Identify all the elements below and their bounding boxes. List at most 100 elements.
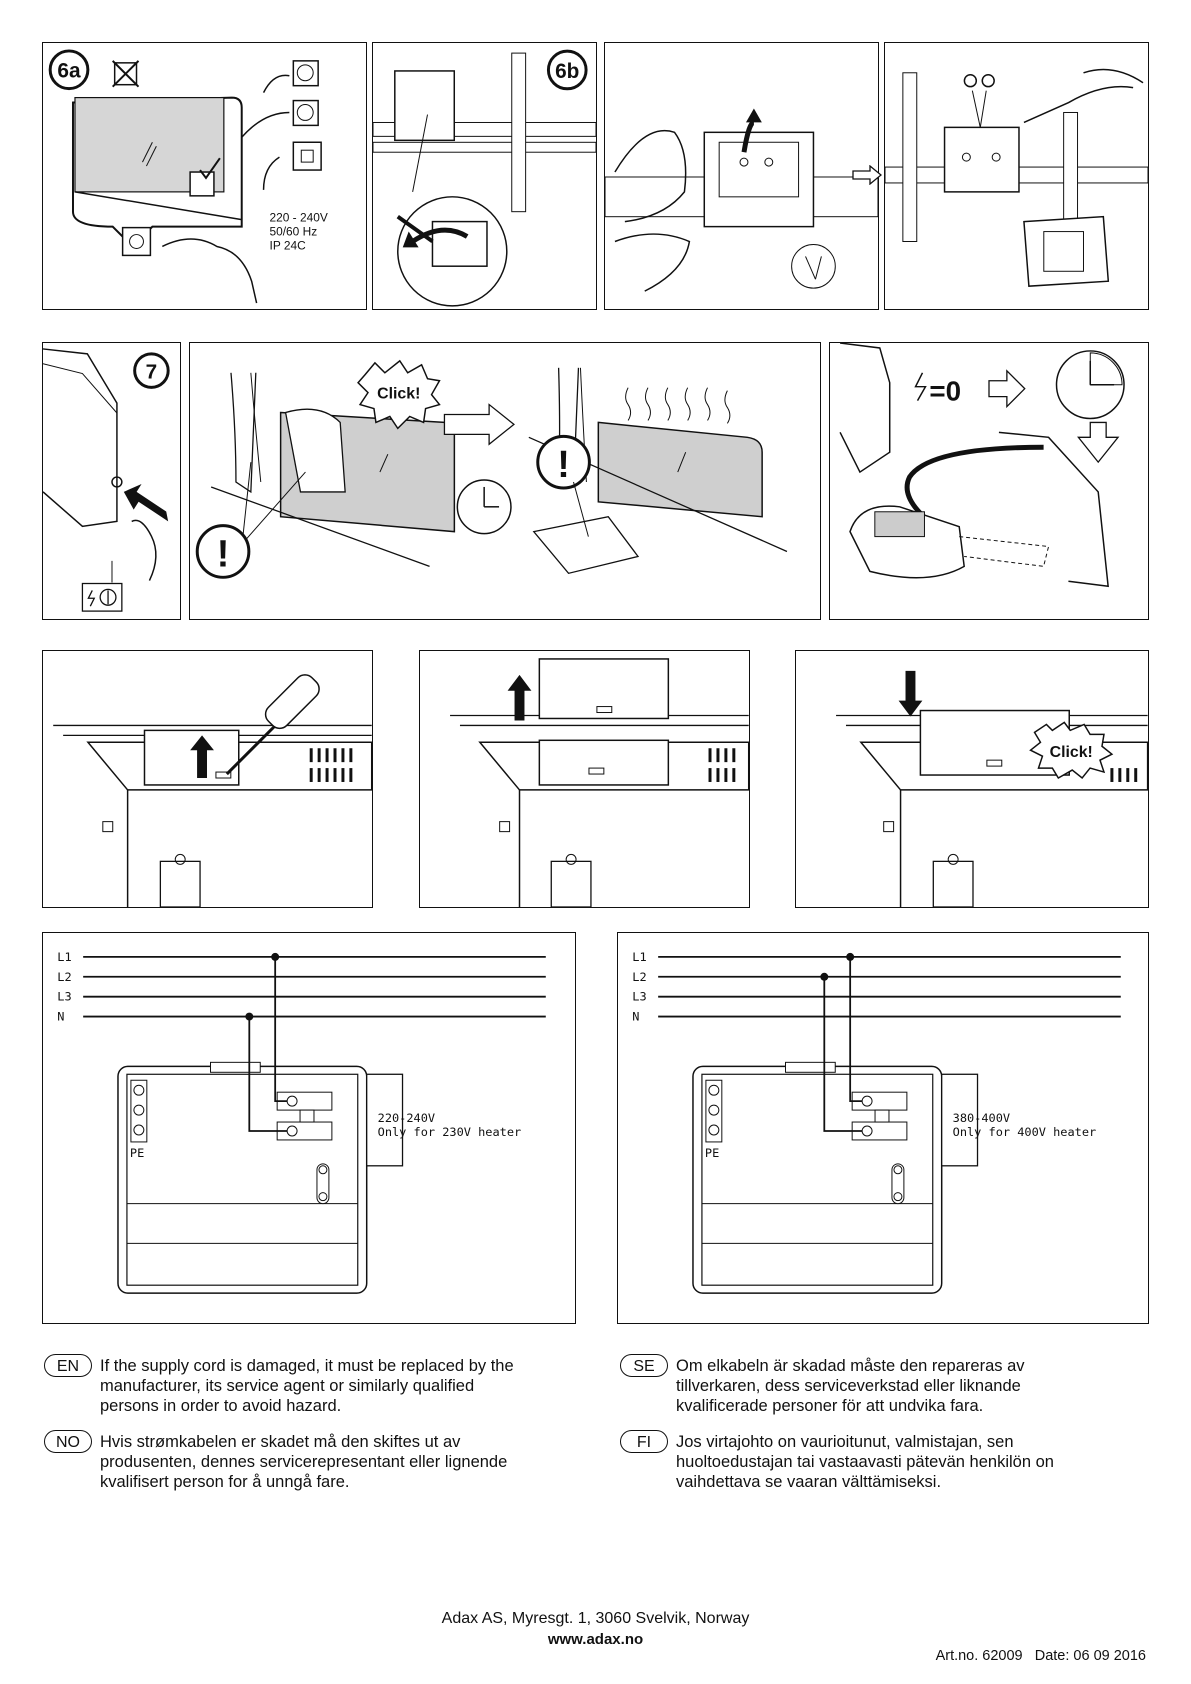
wall-bracket (902, 72, 918, 242)
click-text: Click! (1050, 744, 1093, 761)
pe-terminal (130, 1079, 148, 1143)
step-number: 7 (146, 360, 158, 383)
vacuum-hose (904, 444, 1044, 524)
line-label-l2: L2 (57, 970, 71, 984)
towel-illustration (284, 408, 346, 493)
wall-socket-icon (121, 226, 152, 257)
power-zero-text: =0 (929, 376, 961, 407)
curtain-illustration (230, 372, 257, 494)
doc-date: Date: 06 09 2016 (1034, 1648, 1146, 1664)
art-number: Art.no. 62009 (935, 1648, 1023, 1664)
line-label-l3: L3 (57, 990, 71, 1004)
socket-icon (189, 171, 215, 197)
spec-voltage: 220 - 240V (270, 211, 328, 225)
voltage-label: 220-240V (378, 1111, 435, 1125)
up-arrow-icon (741, 119, 755, 153)
spec-frequency: 50/60 Hz (270, 225, 318, 239)
supply-lines (658, 955, 1121, 1018)
line-label-l1: L1 (632, 950, 646, 964)
heater-note: Only for 400V heater (953, 1125, 1097, 1139)
check-icon (199, 157, 221, 180)
power-zero-icon: =0 (914, 372, 961, 407)
warning-icon (536, 434, 591, 490)
wall-bracket (511, 52, 527, 213)
control-box-cover (538, 658, 670, 720)
up-arrow-icon (507, 674, 532, 721)
panel-do-not-cover: ! Click! ! (189, 342, 821, 620)
panel-lift-cover-screwdriver (42, 650, 373, 908)
screws-icon (963, 74, 995, 128)
panel-step-6a: 6a 220 - 240V (42, 42, 367, 310)
spec-ip: IP 24C (270, 238, 307, 252)
screwdriver-icon (225, 674, 320, 776)
note-text: Om elkabeln är skadad måste den reparera… (676, 1357, 1025, 1415)
heater-panel (597, 421, 763, 518)
panel-open-box (604, 42, 879, 310)
line-label-n: N (57, 1010, 64, 1024)
hand-screwdriver-illustration (1023, 85, 1134, 124)
pe-terminal (705, 1079, 723, 1143)
wire-detail-circle (791, 243, 836, 289)
power-symbol-icon (81, 582, 123, 612)
hand-plug-illustration (161, 238, 258, 304)
line-label-l2: L2 (632, 970, 646, 984)
vent-slots (708, 748, 736, 782)
next-arrow-icon (443, 403, 515, 446)
lang-badge: SE (620, 1354, 668, 1377)
down-arrow-icon (898, 670, 923, 717)
terminal-block (276, 1091, 333, 1141)
wiring-diagram-400v: L1 L2 L3 N PE (617, 932, 1149, 1324)
vent-slots (1110, 768, 1138, 782)
screwdriver-icon (396, 215, 434, 244)
down-arrow-icon (1077, 421, 1120, 464)
step-number: 6a (57, 60, 81, 83)
pointer-arrow-icon (123, 483, 169, 522)
control-box (943, 126, 1020, 193)
next-arrow-icon (988, 369, 1026, 409)
click-text: Click! (377, 386, 420, 403)
warning-mark: ! (557, 443, 570, 485)
crossed-socket-icon (111, 60, 140, 88)
power-switch (111, 476, 123, 488)
supply-lines (83, 955, 546, 1018)
footer-website: www.adax.no (547, 1631, 644, 1648)
footer-address: Adax AS, Myresgt. 1, 3060 Svelvik, Norwa… (441, 1610, 750, 1627)
rotate-arrow-icon (411, 227, 469, 244)
voltage-label: 380-400V (953, 1111, 1010, 1125)
pe-label: PE (130, 1146, 144, 1160)
panel-fix-screws (884, 42, 1149, 310)
line-label-n: N (632, 1010, 639, 1024)
hands-illustration (614, 129, 687, 223)
note-text: If the supply cord is damaged, it must b… (100, 1357, 514, 1415)
note-text: Jos virtajohto on vaurioitunut, valmista… (676, 1433, 1054, 1491)
heater-panel (998, 431, 1109, 588)
vent-slots (309, 748, 353, 782)
lang-badge: NO (44, 1430, 92, 1453)
heater-side-view (43, 348, 118, 528)
panel-step-6b: 6b (372, 42, 597, 310)
pe-label: PE (705, 1146, 719, 1160)
clock-icon (1055, 350, 1125, 420)
line-label-l1: L1 (57, 950, 71, 964)
note-text: Hvis strømkabelen er skadet må den skift… (100, 1433, 508, 1491)
heater-side-view (839, 343, 891, 474)
fallen-towel-illustration (532, 516, 640, 575)
panel-step-7: 7 (42, 342, 181, 620)
click-callout (357, 359, 441, 430)
next-arrow-icon (852, 164, 883, 186)
line-label-l3: L3 (632, 990, 646, 1004)
finger-illustration (131, 519, 157, 581)
panel-cleaning: =0 (829, 342, 1149, 620)
panel-remove-cover (419, 650, 750, 908)
warning-icon (195, 524, 251, 579)
warning-mark: ! (217, 532, 230, 574)
plug-types-icons (241, 60, 322, 190)
lang-badge: FI (620, 1430, 668, 1453)
heater-note: Only for 230V heater (378, 1125, 522, 1139)
panel-refit-cover: Click! (795, 650, 1149, 908)
clock-icon (456, 479, 512, 535)
wiring-diagram-230v: L1 L2 L3 N PE (42, 932, 576, 1324)
click-callout (1029, 721, 1114, 780)
heat-waves-icon (625, 387, 731, 424)
footer-art-date: Art.no. 62009 Date: 06 09 2016 (936, 1648, 1146, 1664)
